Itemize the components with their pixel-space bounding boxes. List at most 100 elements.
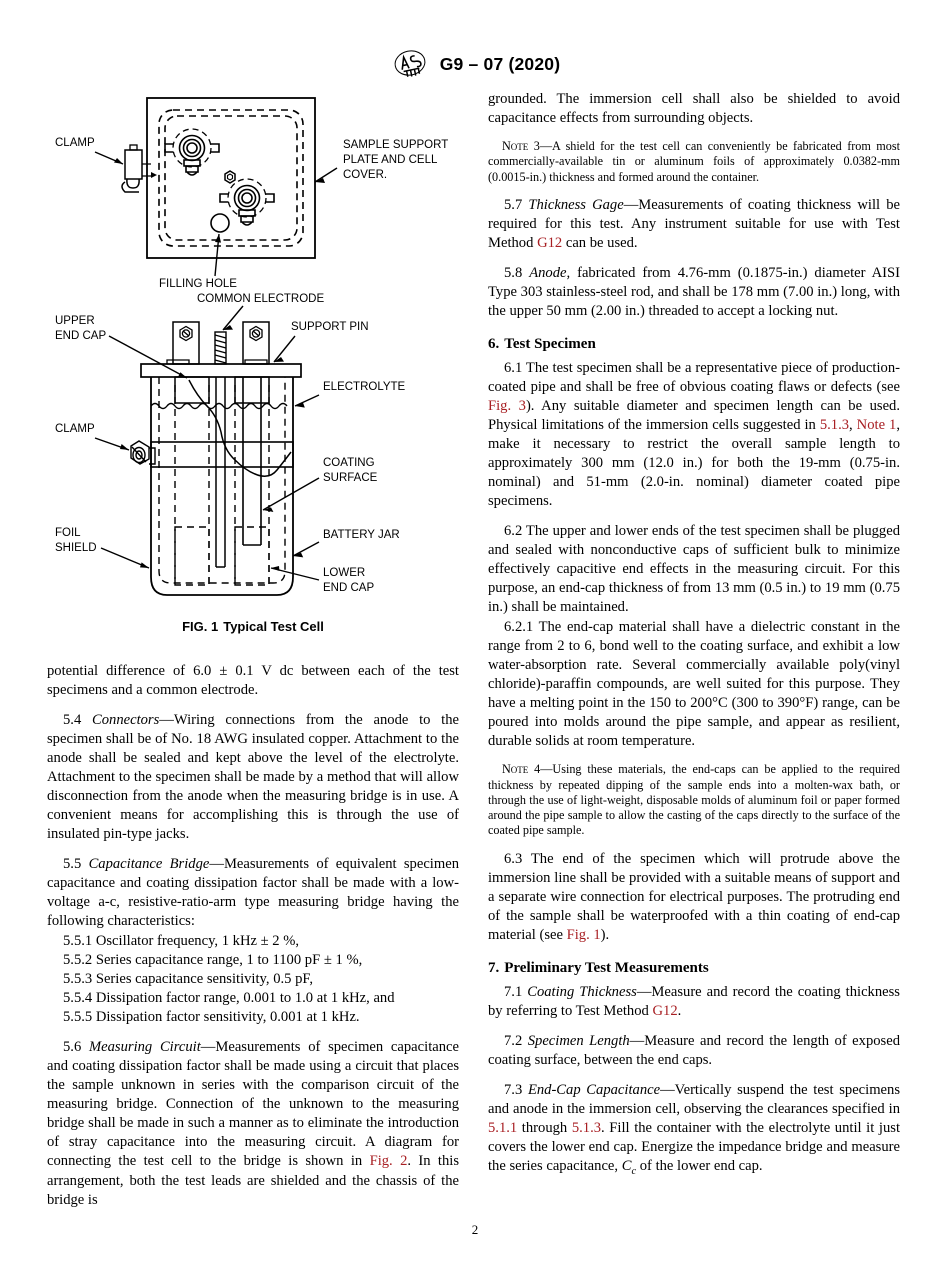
right-column: grounded. The immersion cell shall also … [488,90,900,1179]
paragraph-5-5: 5.5 Capacitance Bridge—Measurements of e… [47,855,459,931]
note-4-text: Using these materials, the end-caps can … [488,762,900,838]
paragraph-5-5-title: Capacitance Bridge [88,856,210,873]
paragraph-6-2-1-text: The end-cap material shall have a dielec… [488,619,900,750]
paragraph-7-2-number: 7.2 [504,1032,523,1049]
paragraph-6-2-text: The upper and lower ends of the test spe… [488,523,900,616]
paragraph-5-6-text-a: —Measurements of specimen capacitance an… [47,1039,459,1170]
figure1-label-upper-end-cap-1: UPPER [55,315,95,327]
paragraph-7-3-variable: C [621,1158,632,1174]
figure1-label-foil-shield-2: SHIELD [55,542,97,554]
section-7-number: 7. [488,959,500,976]
figure1-label-coating-surface-1: COATING [323,457,375,469]
astm-logo-icon [394,50,426,77]
paragraph-6-3-text-a: The end of the specimen which will protr… [488,850,900,943]
page-number: 2 [471,1222,479,1237]
section-7-heading: 7.Preliminary Test Measurements [488,960,900,977]
section-7-title: Preliminary Test Measurements [504,959,709,976]
paragraph-7-1-number: 7.1 [504,983,523,1000]
note-3-number: 3— [528,139,553,154]
link-fig-1[interactable]: Fig. 1 [566,926,601,943]
left-column: CLAMP SAMPLE SUPPORT PLATE AND CELL COVE… [47,90,459,1210]
note-3-label: Note [502,139,529,154]
paragraph-5-4-text: —Wiring connections from the anode to th… [47,712,459,843]
note-4: Note 4—Using these materials, the end-ca… [488,762,900,838]
paragraph-7-3-text-d: of the lower end cap. [636,1158,763,1174]
paragraph-6-1-text-b: ). Any suitable diameter and specimen le… [488,398,900,434]
paragraph-5-4-number: 5.4 [63,712,82,729]
figure1-label-support-pin: SUPPORT PIN [291,321,369,333]
paragraph-5-8-title: Anode, [529,264,571,281]
figure1-label-clamp: CLAMP [55,137,95,149]
paragraph-6-2-1: 6.2.1 The end-cap material shall have a … [488,618,900,751]
paragraph-7-3-text-b: through [517,1119,572,1136]
figure-1-caption: FIG. 1 Typical Test Cell [47,619,459,634]
paragraph-7-1: 7.1 Coating Thickness—Measure and record… [488,983,900,1021]
paragraph-continuation-right: grounded. The immersion cell shall also … [488,91,900,127]
figure1-label-filling-hole: FILLING HOLE [159,278,237,290]
paragraph-5-5-2: 5.5.2 Series capacitance range, 1 to 110… [63,952,363,969]
link-5-1-3-a[interactable]: 5.1.3 [819,417,850,434]
link-g12-2[interactable]: G12 [652,1002,678,1019]
paragraph-6-2: 6.2 The upper and lower ends of the test… [488,522,900,617]
paragraph-5-5-text: —Measurements of equivalent specimen cap… [47,856,459,930]
paragraph-7-1-text-a: —Measure and record the coating thicknes… [488,983,900,1019]
figure1-label-lower-end-cap-1: LOWER [323,567,365,579]
paragraph-6-3: 6.3 The end of the specimen which will p… [488,850,900,945]
figure-1-caption-text: Typical Test Cell [223,619,324,634]
figure-1: CLAMP SAMPLE SUPPORT PLATE AND CELL COVE… [47,90,459,634]
link-fig-2[interactable]: Fig. 2 [369,1153,408,1170]
standard-designation: G9 – 07 (2020) [439,53,561,74]
figure1-label-foil-shield-1: FOIL [55,527,81,539]
paragraph-5-7-text-b: can be used. [562,234,638,251]
paragraph-5-5-1: 5.5.1 Oscillator frequency, 1 kHz ± 2 %, [63,933,300,950]
figure1-label-battery-jar: BATTERY JAR [323,529,400,541]
paragraph-6-1-number: 6.1 [504,360,523,376]
paragraph-5-5-5: 5.5.5 Dissipation factor sensitivity, 0.… [63,1009,360,1026]
link-note-1[interactable]: Note 1 [856,417,897,434]
link-g12-1[interactable]: G12 [537,234,563,251]
figure1-label-clamp-lower: CLAMP [55,423,95,435]
link-fig-3[interactable]: Fig. 3 [488,398,526,415]
paragraph-5-6: 5.6 Measuring Circuit—Measurements of sp… [47,1038,459,1209]
note-4-label: Note [502,762,529,777]
link-5-1-1[interactable]: 5.1.1 [488,1119,518,1136]
section-6-number: 6. [488,336,500,352]
paragraph-5-6-title: Measuring Circuit [88,1039,201,1056]
paragraph-6-1-text-c: , [849,417,857,434]
paragraph-5-8: 5.8 Anode, fabricated from 4.76-mm (0.18… [488,264,900,321]
paragraph-5-8-number: 5.8 [504,264,523,281]
paragraph-7-3-text-c: . Fill the container with the electrolyt… [488,1119,900,1174]
figure1-label-sample-support-2: PLATE AND CELL [343,154,438,166]
paragraph-7-1-text-b: . [677,1002,682,1019]
figure1-label-coating-surface-2: SURFACE [323,472,378,484]
page-header: G9 – 07 (2020) [0,48,950,80]
paragraph-7-3-number: 7.3 [504,1081,523,1098]
paragraph-6-1-text-d: , make it necessary to restrict the over… [488,417,900,510]
paragraph-5-5-4: 5.5.4 Dissipation factor range, 0.001 to… [63,990,395,1007]
figure-1-caption-number: FIG. 1 [182,619,219,634]
paragraph-7-3-subscript: c [631,1165,637,1177]
paragraph-7-3: 7.3 End-Cap Capacitance—Vertically suspe… [488,1081,900,1179]
paragraph-5-4: 5.4 Connectors—Wiring connections from t… [47,711,459,844]
paragraph-5-7-text-a: —Measurements of coating thickness will … [488,196,900,251]
paragraph-6-3-number: 6.3 [504,850,523,867]
figure1-label-sample-support-3: COVER. [343,169,387,181]
paragraph-5-7-number: 5.7 [504,196,523,213]
figure-1-drawing: CLAMP SAMPLE SUPPORT PLATE AND CELL COVE… [55,97,448,596]
paragraph-5-5-number: 5.5 [63,856,82,873]
paragraph-5-7-title: Thickness Gage [528,196,624,213]
paragraph-5-6-number: 5.6 [63,1039,82,1056]
note-4-number: 4— [528,762,553,777]
paragraph-6-2-number: 6.2 [504,523,523,540]
paragraph-5-6-text-b: . In this arrangement, both the test lea… [47,1153,460,1208]
link-5-1-3-b[interactable]: 5.1.3 [571,1119,602,1136]
paragraph-7-1-title: Coating Thickness [527,983,637,1000]
paragraph-6-1: 6.1 The test specimen shall be a represe… [488,359,900,511]
paragraph-5-7: 5.7 Thickness Gage—Measurements of coati… [488,196,900,253]
figure1-label-upper-end-cap-2: END CAP [55,330,106,342]
paragraph-7-3-title: End-Cap Capacitance [527,1081,661,1098]
note-3-text: A shield for the test cell can convenien… [488,139,901,184]
paragraph-5-5-3: 5.5.3 Series capacitance sensitivity, 0.… [63,971,313,988]
note-3: Note 3—A shield for the test cell can co… [488,139,900,185]
